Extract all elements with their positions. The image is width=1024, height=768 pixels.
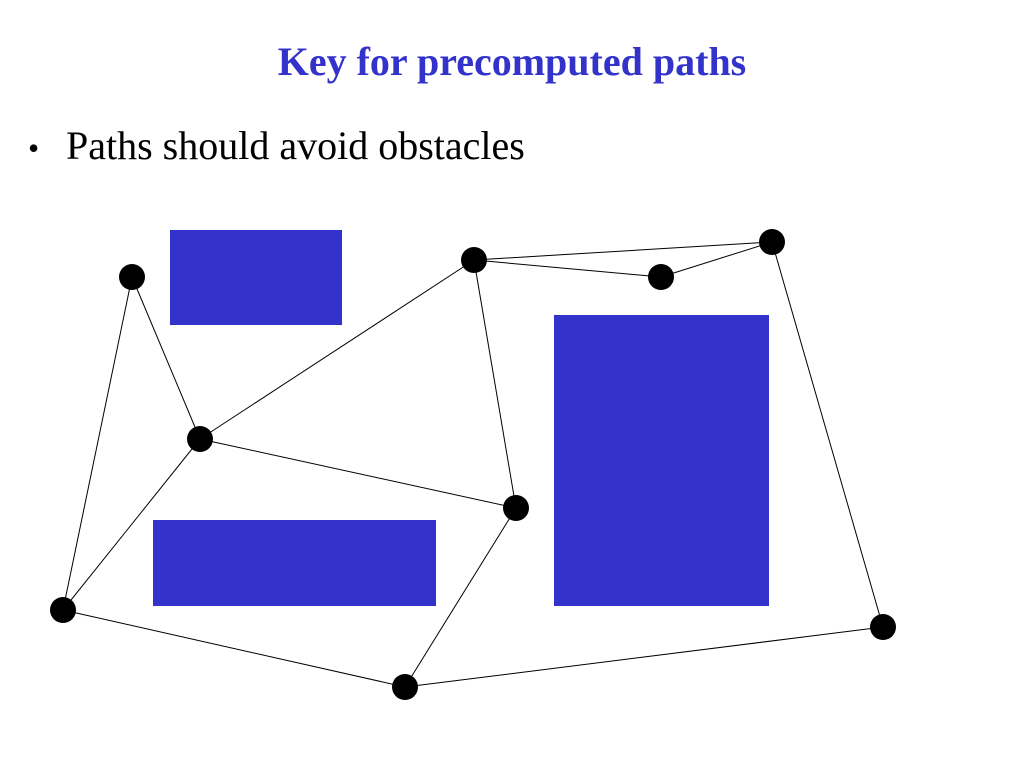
path-edge xyxy=(199,259,475,440)
path-node xyxy=(119,264,145,290)
bullet-text: Paths should avoid obstacles xyxy=(66,123,525,168)
nodes xyxy=(50,229,896,700)
path-edge xyxy=(404,507,517,688)
obstacle-right xyxy=(554,315,769,606)
path-edge xyxy=(473,259,662,278)
bullet-item: • Paths should avoid obstacles xyxy=(28,122,525,172)
path-node xyxy=(187,426,213,452)
path-edge xyxy=(660,241,773,278)
path-node xyxy=(50,597,76,623)
path-node xyxy=(648,264,674,290)
path-edge xyxy=(62,438,201,611)
bullet-list: • Paths should avoid obstacles xyxy=(28,122,525,172)
path-node xyxy=(461,247,487,273)
path-edge xyxy=(62,609,406,688)
obstacle-bottom-left xyxy=(153,520,436,606)
path-node xyxy=(870,614,896,640)
obstacle-top-left xyxy=(170,230,342,325)
path-edge xyxy=(131,276,201,440)
obstacles xyxy=(153,230,769,606)
path-edge xyxy=(199,438,517,509)
path-node xyxy=(759,229,785,255)
edges xyxy=(62,241,884,688)
path-node xyxy=(392,674,418,700)
path-edge xyxy=(62,276,133,611)
path-edge xyxy=(404,626,884,688)
bullet-mark: • xyxy=(28,130,40,166)
path-edge xyxy=(771,241,884,628)
path-edge xyxy=(473,259,517,509)
path-edge xyxy=(473,241,773,261)
path-node xyxy=(503,495,529,521)
slide-title: Key for precomputed paths xyxy=(277,39,747,84)
